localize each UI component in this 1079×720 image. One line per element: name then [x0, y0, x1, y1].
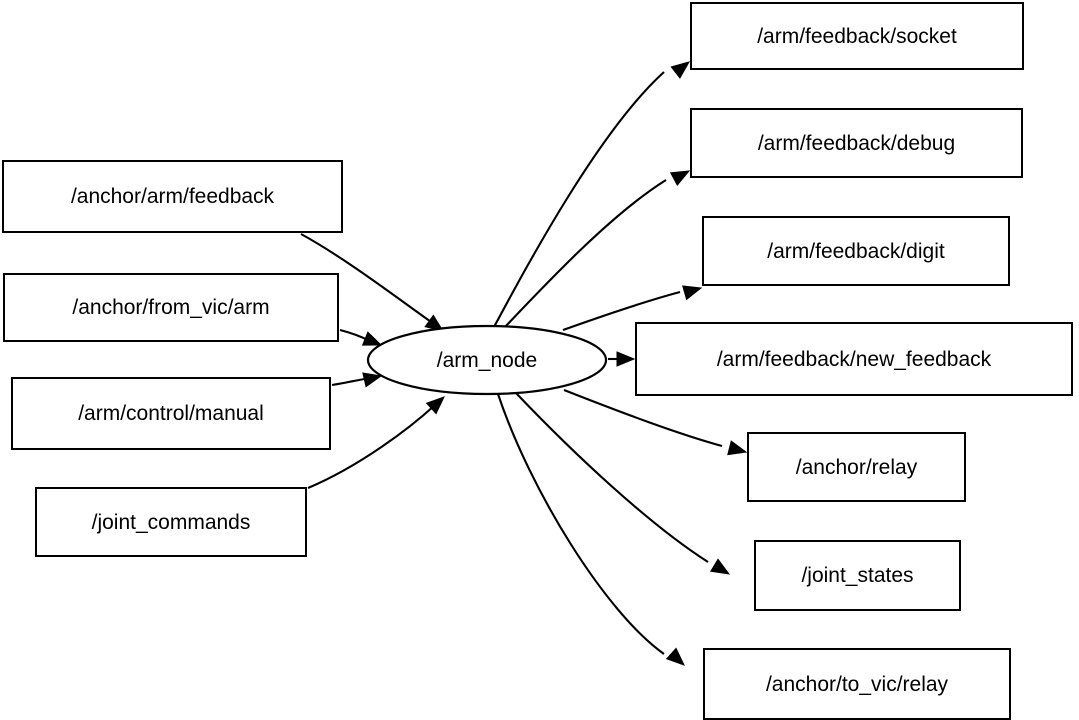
arrowhead-out-6 [682, 285, 703, 301]
edge-out-8 [563, 389, 723, 448]
arrowhead-out-10 [665, 647, 685, 666]
arrowhead-out-8 [727, 440, 748, 456]
output-topic-box-1[interactable]: /arm/feedback/debug [690, 108, 1023, 178]
output-topic-box-6[interactable]: /anchor/to_vic/relay [703, 648, 1011, 720]
arrowhead-in-1 [361, 331, 383, 346]
output-topic-box-3[interactable]: /arm/feedback/new_feedback [635, 322, 1073, 396]
edge-out-9 [515, 392, 709, 563]
arrowhead-out-4 [670, 61, 691, 79]
input-topic-label: /arm/control/manual [78, 402, 264, 425]
input-topic-box-0[interactable]: /anchor/arm/feedback [2, 160, 343, 233]
output-topic-box-4[interactable]: /anchor/relay [747, 432, 966, 502]
input-topic-label: /anchor/from_vic/arm [72, 296, 270, 319]
output-topic-label: /arm/feedback/socket [757, 24, 957, 48]
edges-group [300, 61, 748, 666]
output-topic-label: /arm/feedback/digit [767, 239, 945, 263]
edge-out-6 [562, 290, 681, 331]
output-topic-label: /arm/feedback/debug [757, 131, 956, 155]
edge-in-0 [300, 233, 435, 325]
output-topic-label: /anchor/to_vic/relay [765, 672, 949, 696]
arrowhead-in-3 [425, 396, 445, 415]
arrowhead-in-2 [362, 372, 383, 388]
edge-out-4 [493, 71, 665, 328]
arrowhead-out-7 [616, 351, 636, 367]
arm-node-ellipse[interactable] [366, 324, 608, 396]
input-topic-box-3[interactable]: /joint_commands [35, 487, 307, 557]
output-topic-label: /joint_states [801, 564, 914, 587]
input-topic-box-2[interactable]: /arm/control/manual [11, 377, 331, 450]
output-topic-box-5[interactable]: /joint_states [754, 540, 961, 611]
arrowhead-out-9 [710, 558, 731, 575]
input-topic-label: /joint_commands [91, 510, 251, 534]
edge-in-3 [307, 404, 436, 489]
arrowhead-out-5 [669, 170, 691, 187]
output-topic-label: /anchor/relay [795, 455, 918, 479]
input-topic-label: /anchor/arm/feedback [70, 185, 275, 208]
output-topic-box-0[interactable]: /arm/feedback/socket [690, 2, 1024, 70]
edge-out-10 [497, 393, 665, 655]
output-topic-box-2[interactable]: /arm/feedback/digit [702, 216, 1010, 286]
input-topic-box-1[interactable]: /anchor/from_vic/arm [3, 273, 339, 342]
edge-out-5 [503, 179, 667, 329]
output-topic-label: /arm/feedback/new_feedback [716, 347, 992, 371]
